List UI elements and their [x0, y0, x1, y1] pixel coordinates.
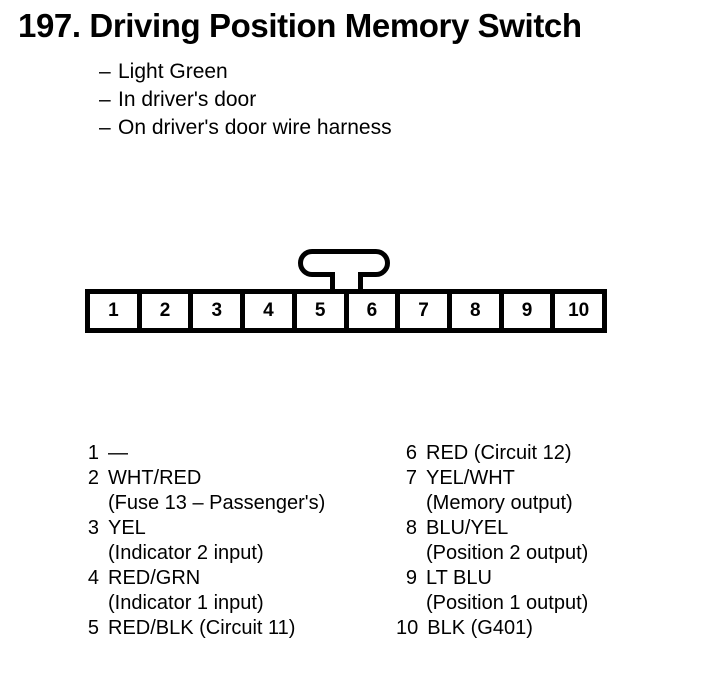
spec-item: – On driver's door wire harness [99, 114, 659, 142]
pin-wire-color: RED/BLK (Circuit 11) [108, 617, 296, 639]
dash-marker: – [99, 60, 111, 83]
pin-wire-color: — [108, 442, 128, 464]
pin-wire-color: RED (Circuit 12) [426, 442, 572, 464]
latch-stem-right [358, 272, 363, 294]
pin-wire-color: BLK (G401) [427, 617, 533, 639]
pin-number: 1 [87, 442, 99, 464]
pin-number: 8 [405, 517, 417, 539]
dash-marker: – [99, 116, 111, 139]
latch-tab-notch [335, 272, 358, 278]
pin-cell: 2 [141, 294, 194, 328]
pin-wire-color: LT BLU [426, 567, 492, 589]
pin-description: (Position 2 output) [426, 542, 589, 564]
pin-legend-entry: 8 BLU/YEL (Position 2 output) [396, 516, 696, 566]
pin-legend-entry: 6 RED (Circuit 12) [396, 441, 696, 466]
spec-text: In driver's door [118, 88, 257, 111]
pin-legend-entry: 7 YEL/WHT (Memory output) [396, 466, 696, 516]
pin-wire-color: YEL [108, 517, 146, 539]
pin-cell: 5 [296, 294, 349, 328]
pin-number: 7 [405, 467, 417, 489]
pin-legend-entry: 4 RED/GRN (Indicator 1 input) [78, 566, 398, 616]
spec-item: – In driver's door [99, 86, 659, 114]
pin-description: (Memory output) [426, 492, 573, 514]
pin-wire-color: BLU/YEL [426, 517, 509, 539]
spec-item: – Light Green [99, 58, 659, 86]
pin-cell: 4 [245, 294, 297, 328]
pin-legend-entry: 5 RED/BLK (Circuit 11) [78, 616, 398, 641]
pin-legend: 1 — 2 WHT/RED (Fuse 13 – Passenger's) 3 … [0, 441, 704, 676]
pin-number: 3 [87, 517, 99, 539]
pin-legend-entry: 2 WHT/RED (Fuse 13 – Passenger's) [78, 466, 398, 516]
connector-body: 1 2 3 4 5 6 7 8 9 10 [85, 289, 607, 333]
spec-text: On driver's door wire harness [118, 116, 392, 139]
pin-number: 9 [405, 567, 417, 589]
pin-legend-entry: 9 LT BLU (Position 1 output) [396, 566, 696, 616]
page-title: 197. Driving Position Memory Switch [18, 7, 582, 44]
spec-text: Light Green [118, 60, 228, 83]
pin-legend-right-column: 6 RED (Circuit 12) 7 YEL/WHT (Memory out… [396, 441, 696, 641]
pin-wire-color: RED/GRN [108, 567, 201, 589]
pin-legend-entry: 1 — [78, 441, 398, 466]
pin-description: (Position 1 output) [426, 592, 589, 614]
pin-cell: 1 [90, 294, 142, 328]
pin-cell: 8 [451, 294, 504, 328]
connector-diagram: 1 2 3 4 5 6 7 8 9 10 [85, 249, 607, 333]
pin-number: 10 [396, 617, 419, 639]
pin-cell: 10 [555, 294, 603, 328]
pin-number: 6 [405, 442, 417, 464]
pin-wire-color: WHT/RED [108, 467, 202, 489]
dash-marker: – [99, 88, 111, 111]
pin-number: 4 [87, 567, 99, 589]
latch-stem-left [330, 272, 335, 294]
pin-legend-left-column: 1 — 2 WHT/RED (Fuse 13 – Passenger's) 3 … [78, 441, 398, 641]
pin-legend-entry: 3 YEL (Indicator 2 input) [78, 516, 398, 566]
spec-list: – Light Green – In driver's door – On dr… [99, 58, 659, 142]
pin-cell: 9 [503, 294, 556, 328]
pin-cell: 3 [193, 294, 246, 328]
pin-cell: 7 [400, 294, 452, 328]
pin-cell: 6 [348, 294, 401, 328]
pin-number: 2 [87, 467, 99, 489]
pin-wire-color: YEL/WHT [426, 467, 515, 489]
pin-description: (Indicator 1 input) [108, 592, 264, 614]
pin-number: 5 [87, 617, 99, 639]
pin-description: (Indicator 2 input) [108, 542, 264, 564]
pin-description: (Fuse 13 – Passenger's) [108, 492, 326, 514]
pin-legend-entry: 10 BLK (G401) [396, 616, 696, 641]
